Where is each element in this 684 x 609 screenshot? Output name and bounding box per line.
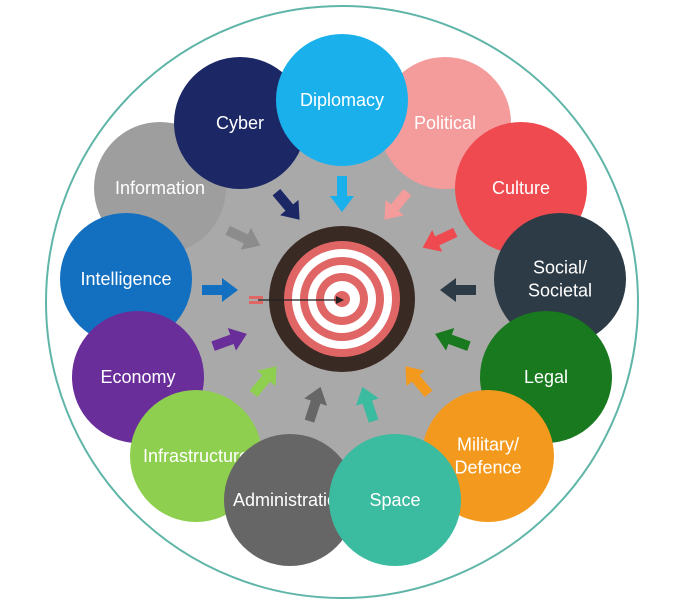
bubble-label: Political: [414, 113, 476, 133]
arrow-legal: [435, 328, 471, 351]
target-icon: [249, 226, 415, 372]
bubble-label: Infrastructure: [143, 446, 249, 466]
bubble-label: Administration: [233, 490, 347, 510]
bubble-label: Space: [369, 490, 420, 510]
bubble-label: Societal: [528, 281, 592, 301]
bubble-intelligence: Intelligence: [60, 213, 192, 345]
arrow-information: [225, 225, 261, 250]
bubble-label: Defence: [454, 458, 521, 478]
arrows-layer: [202, 176, 476, 423]
bubble-label: Diplomacy: [300, 90, 384, 110]
arrow-diplomacy: [330, 176, 354, 212]
bubble-circle: [224, 434, 356, 566]
bubble-label: Legal: [524, 367, 568, 387]
bubble-label: Information: [115, 178, 205, 198]
bubble-social: Social/Societal: [494, 213, 626, 345]
dart-tip: [336, 296, 344, 304]
bubble-circle: [174, 57, 306, 189]
dart-flight: [249, 301, 263, 304]
arrow-space: [355, 386, 379, 423]
arrow-military: [405, 366, 433, 398]
bubble-label: Military/: [457, 435, 519, 455]
bubble-circle: [276, 34, 408, 166]
arrow-social: [440, 278, 476, 302]
arrow-economy: [211, 328, 247, 351]
bubble-cyber: Cyber: [174, 57, 306, 189]
bubble-circle: [60, 213, 192, 345]
bubble-space: Space: [329, 434, 461, 566]
bubble-circle: [329, 434, 461, 566]
arrow-intelligence: [202, 278, 238, 302]
bubble-diplomacy: Diplomacy: [276, 34, 408, 166]
arrow-infrastructure: [249, 366, 277, 398]
arrow-cyber: [272, 188, 300, 220]
bubble-administration: Administration: [224, 434, 356, 566]
bubble-label: Intelligence: [80, 269, 171, 289]
bubble-label: Economy: [100, 367, 175, 387]
arrow-political: [384, 188, 412, 220]
dart-flight: [249, 296, 263, 299]
bubble-label: Cyber: [216, 113, 264, 133]
bubble-label: Culture: [492, 178, 550, 198]
bubble-circle: [494, 213, 626, 345]
arrow-culture: [422, 227, 458, 252]
arrow-administration: [304, 386, 328, 423]
bubble-label: Social/: [533, 258, 587, 278]
